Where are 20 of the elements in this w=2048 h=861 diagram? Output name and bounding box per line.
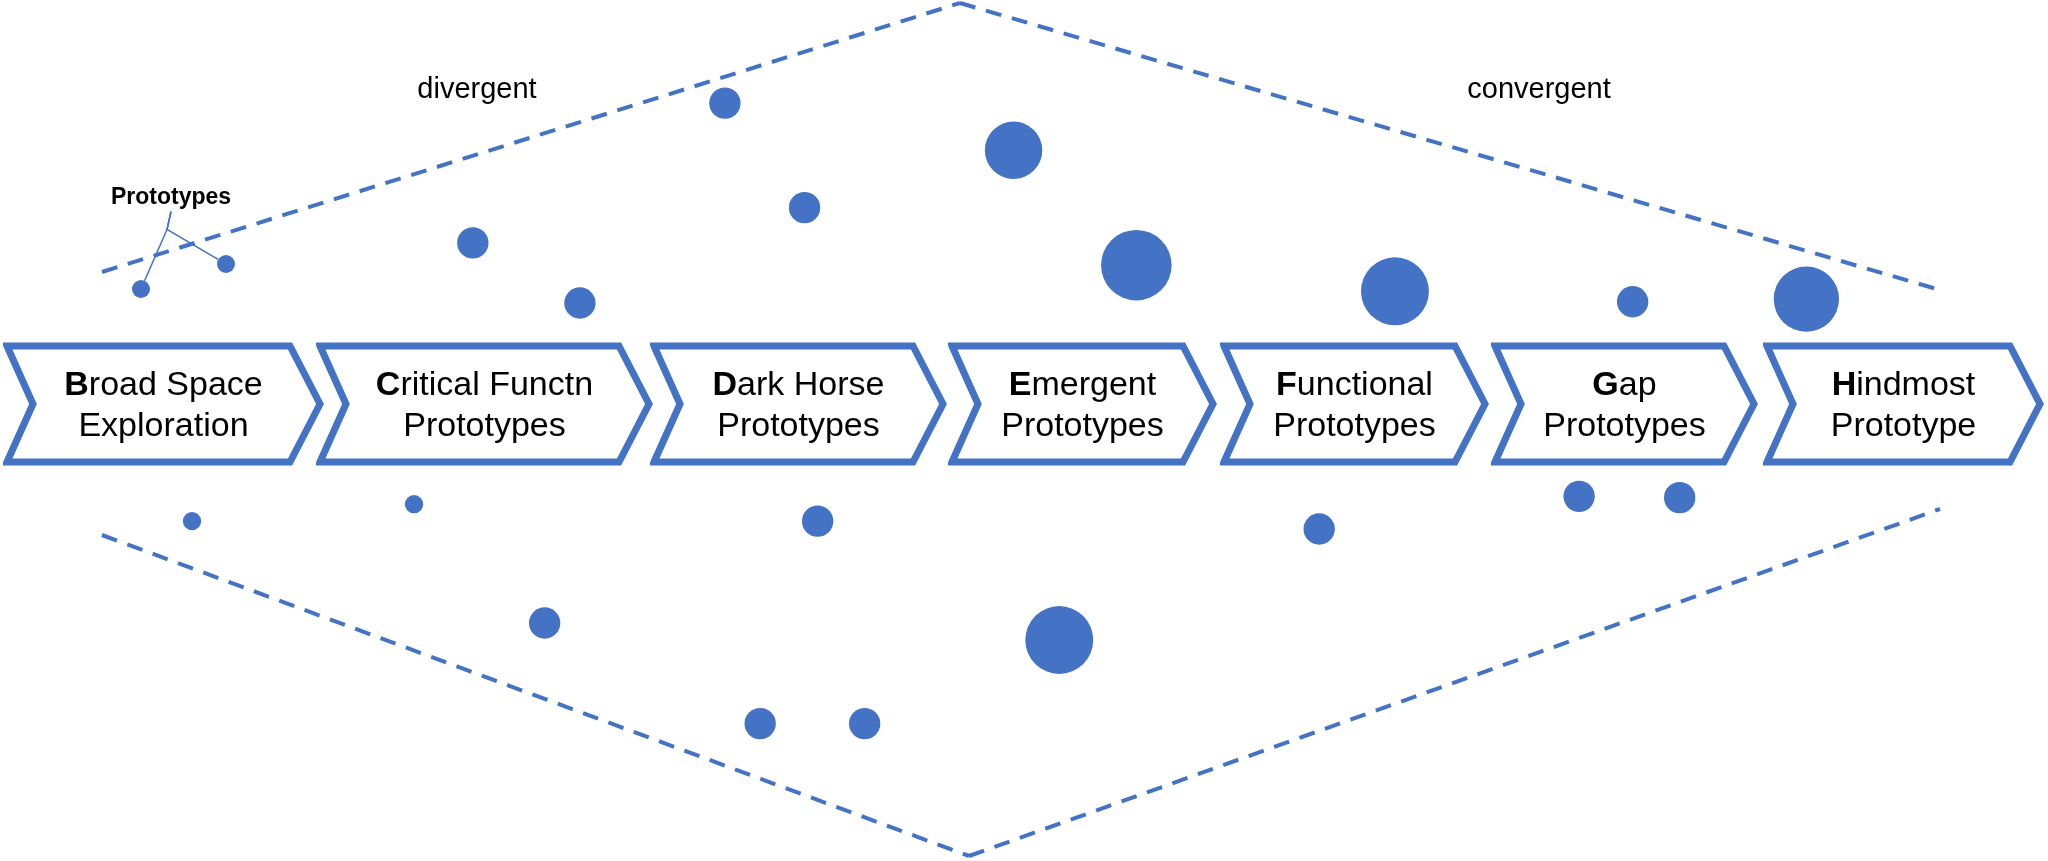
step-label: Dark Horse Prototypes bbox=[711, 363, 886, 445]
leader-line bbox=[166, 210, 219, 261]
process-step bbox=[650, 342, 947, 466]
step-label: Gap Prototypes bbox=[1542, 363, 1707, 445]
process-step bbox=[1491, 342, 1758, 466]
process-step bbox=[948, 342, 1217, 466]
process-step bbox=[3, 342, 324, 466]
phase-label: convergent bbox=[1467, 71, 1611, 105]
prototype-dot bbox=[132, 280, 150, 298]
process-step bbox=[1763, 342, 2044, 466]
step-label: Emergent Prototypes bbox=[1000, 363, 1165, 445]
process-step bbox=[1220, 342, 1489, 466]
step-label: Functional Prototypes bbox=[1272, 363, 1437, 445]
callout-text: Prototypes bbox=[110, 182, 232, 210]
step-label: Critical Functn Prototypes bbox=[374, 363, 595, 445]
step-label: Broad Space Exploration bbox=[63, 363, 264, 445]
step-label: Hindmost Prototype bbox=[1829, 363, 1978, 445]
process-step bbox=[316, 342, 653, 466]
prototype-dot bbox=[217, 255, 235, 273]
phase-label: divergent bbox=[417, 71, 537, 105]
